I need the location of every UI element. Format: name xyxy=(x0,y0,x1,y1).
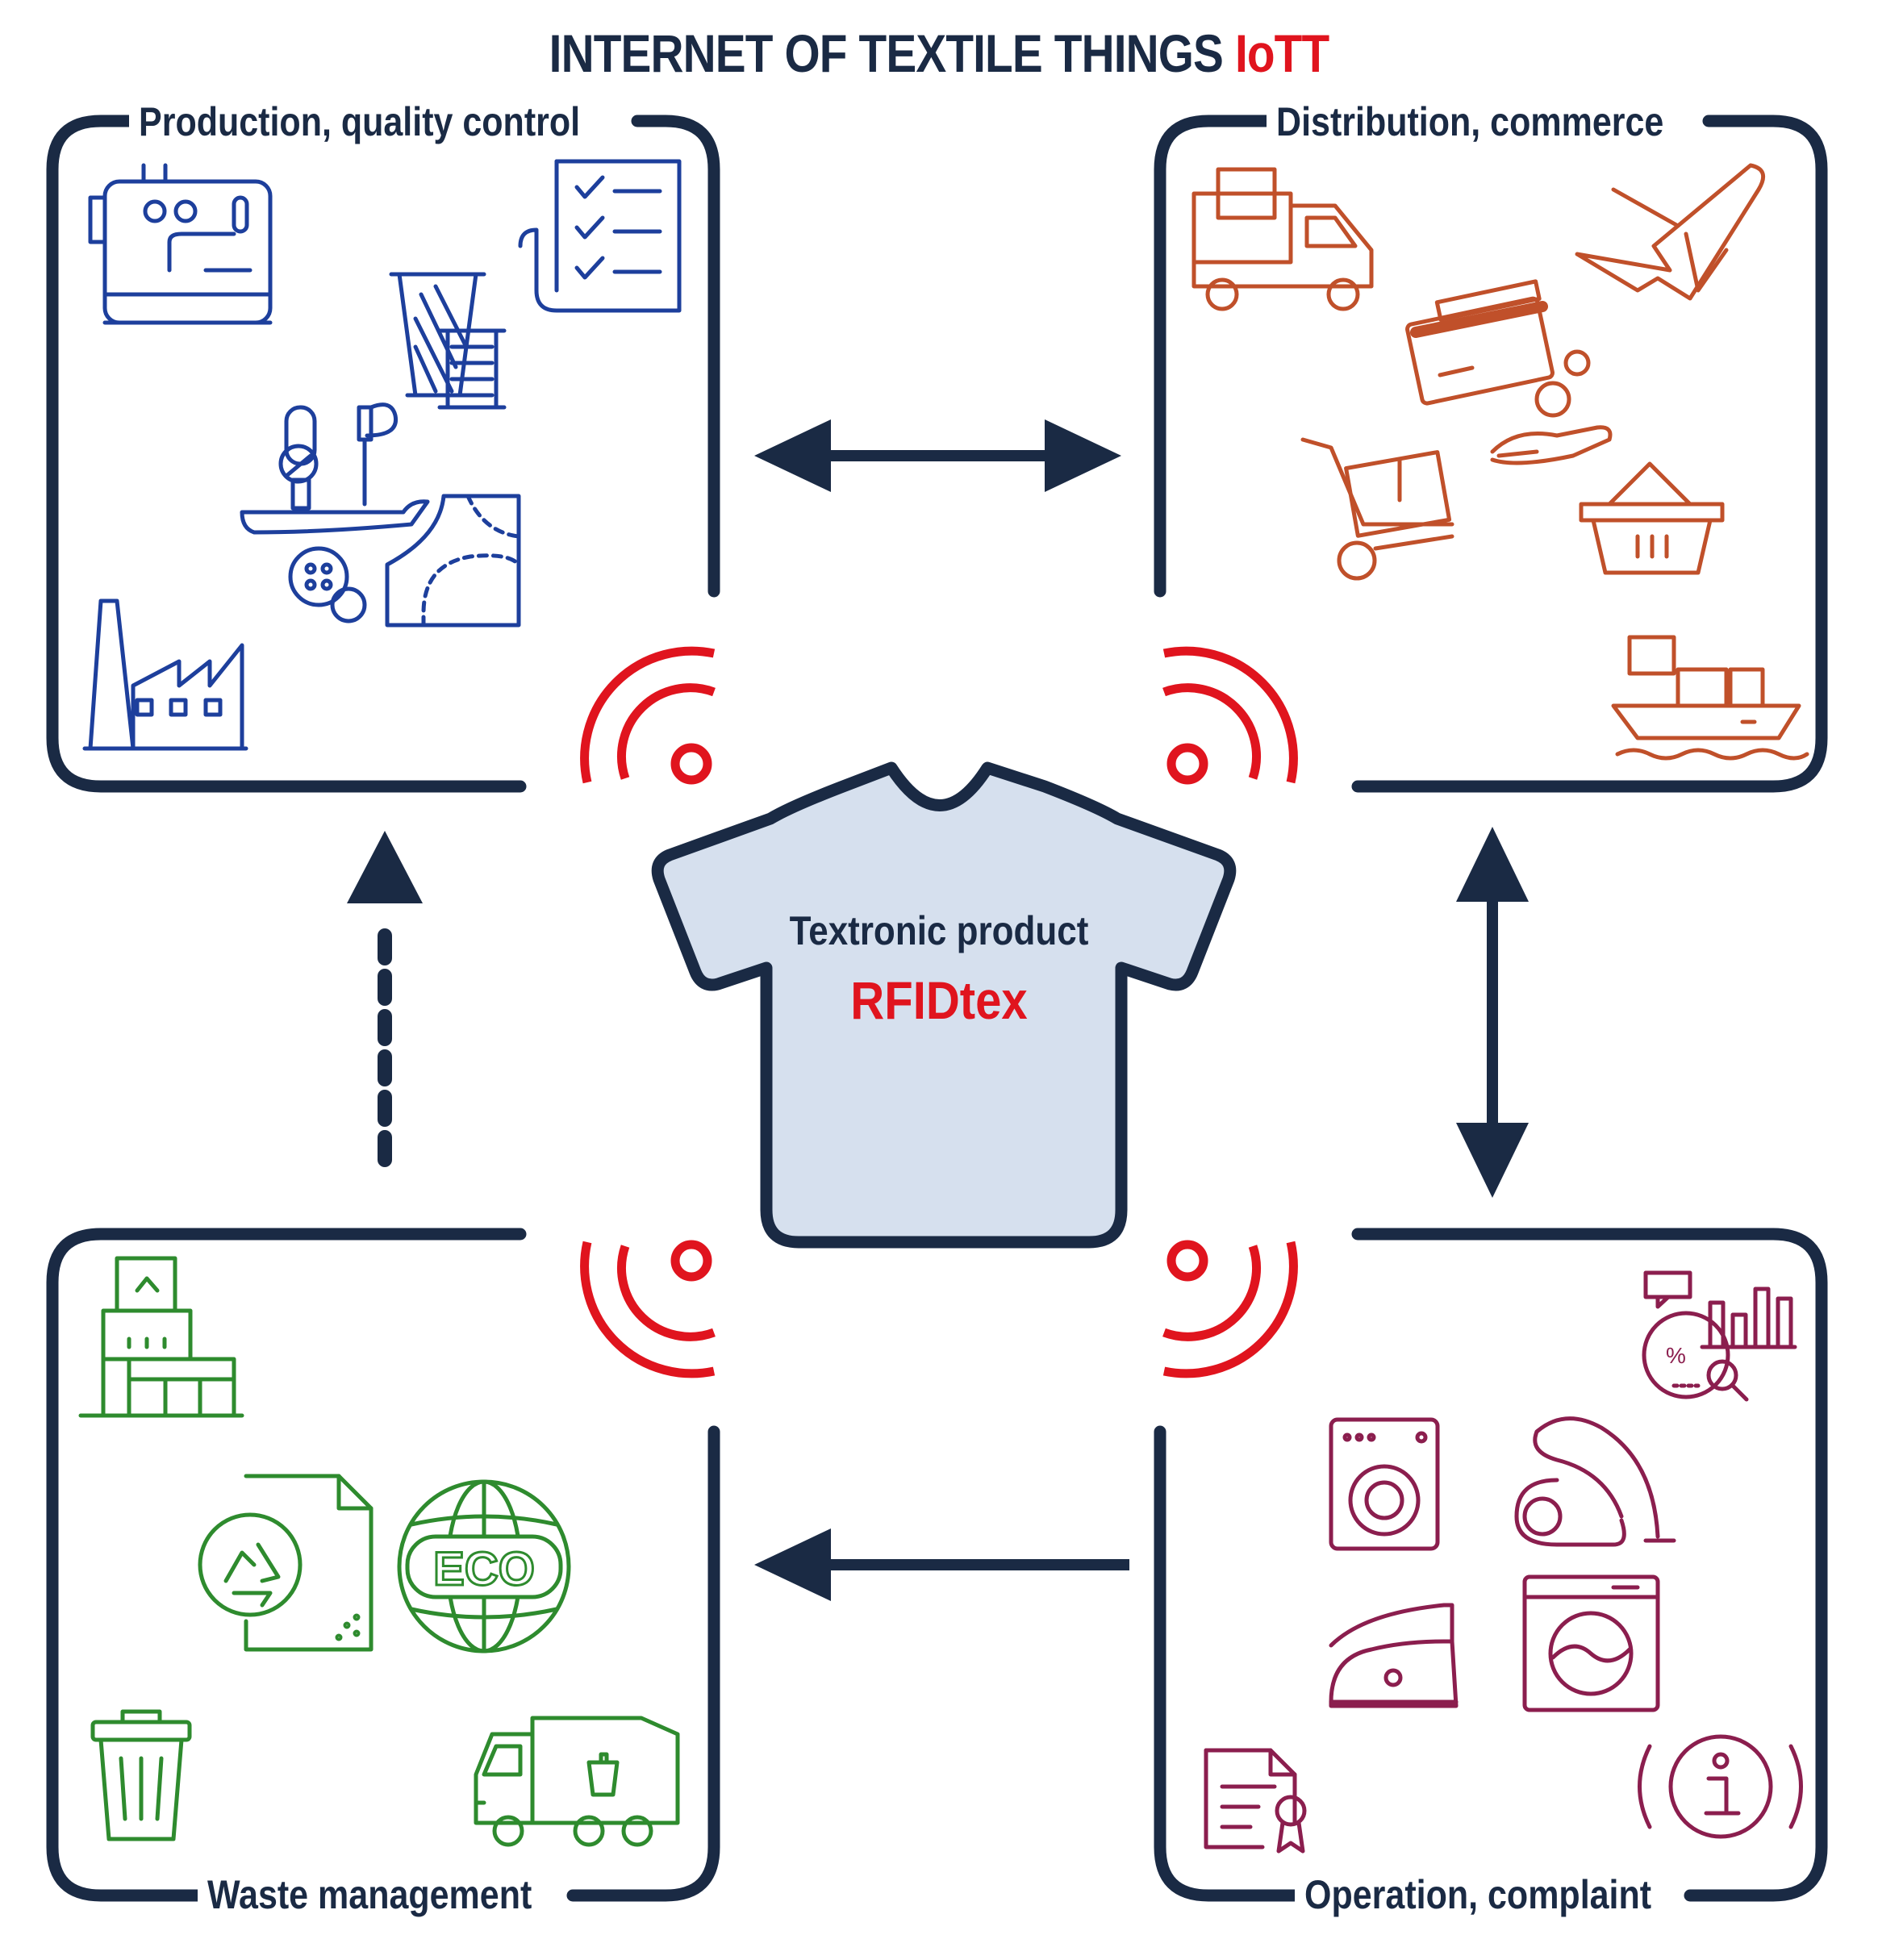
info-icon xyxy=(1638,1734,1803,1839)
cargo-ship-icon xyxy=(1611,635,1809,761)
frame-distribution xyxy=(1154,115,1828,793)
eco-globe-icon xyxy=(397,1479,571,1653)
checklist-icon xyxy=(518,159,682,313)
recycling-plant-icon xyxy=(78,1256,244,1418)
trash-bin-icon xyxy=(90,1709,192,1841)
arrow-operation-waste xyxy=(754,1528,1129,1601)
sewing-machine-icon xyxy=(88,163,273,325)
frame-operation xyxy=(1154,1228,1828,1902)
rfid-signal-top-left xyxy=(580,646,716,785)
quadrant-label-production: Production, quality control xyxy=(129,98,591,145)
delivery-truck-icon xyxy=(1191,167,1374,311)
quadrant-label-waste: Waste management xyxy=(198,1871,542,1918)
diagram-title: INTERNET OF TEXTILE THINGS IoTT xyxy=(131,23,1747,84)
title-accent: IoTT xyxy=(1234,23,1329,83)
svg-text:%: % xyxy=(1666,1343,1686,1368)
hand-truck-icon xyxy=(1300,437,1454,581)
frame-waste xyxy=(46,1228,720,1902)
quadrant-label-distribution: Distribution, commerce xyxy=(1267,98,1674,145)
rfid-signal-top-right xyxy=(1162,646,1298,785)
tshirt-icon xyxy=(651,761,1237,1249)
analytics-icon: % xyxy=(1642,1270,1797,1402)
certificate-document-icon xyxy=(1204,1748,1307,1854)
product-subtitle: Textronic product xyxy=(789,908,1089,953)
garbage-truck-icon xyxy=(474,1716,680,1847)
airplane-icon xyxy=(1575,163,1766,301)
payment-cards-icon xyxy=(1405,279,1613,465)
eco-globe-label: ECO xyxy=(433,1543,535,1595)
vacuum-cleaner-icon xyxy=(1514,1416,1676,1547)
washing-machine-icon xyxy=(1329,1417,1440,1551)
buttons-icon xyxy=(288,546,367,623)
thread-spools-icon xyxy=(389,272,507,410)
frame-production xyxy=(46,115,720,793)
arrow-waste-production-dashed xyxy=(347,831,423,1177)
arrow-distribution-operation xyxy=(1456,827,1529,1198)
factory-icon xyxy=(82,598,248,751)
quadrant-label-operation: Operation, complaint xyxy=(1295,1871,1662,1918)
shopping-basket-icon xyxy=(1579,461,1725,575)
recycle-document-icon xyxy=(198,1474,374,1652)
pattern-piece-icon xyxy=(385,494,521,628)
title-main: INTERNET OF TEXTILE THINGS xyxy=(549,23,1224,83)
rfid-signal-bottom-left xyxy=(580,1240,716,1378)
product-brand: RFIDtex xyxy=(850,970,1028,1030)
rfid-signal-bottom-right xyxy=(1162,1240,1298,1378)
iron-icon xyxy=(1329,1603,1459,1708)
sewing-foot-icon xyxy=(240,402,430,535)
front-loader-washer-icon xyxy=(1522,1574,1660,1712)
arrow-production-distribution xyxy=(754,419,1121,492)
